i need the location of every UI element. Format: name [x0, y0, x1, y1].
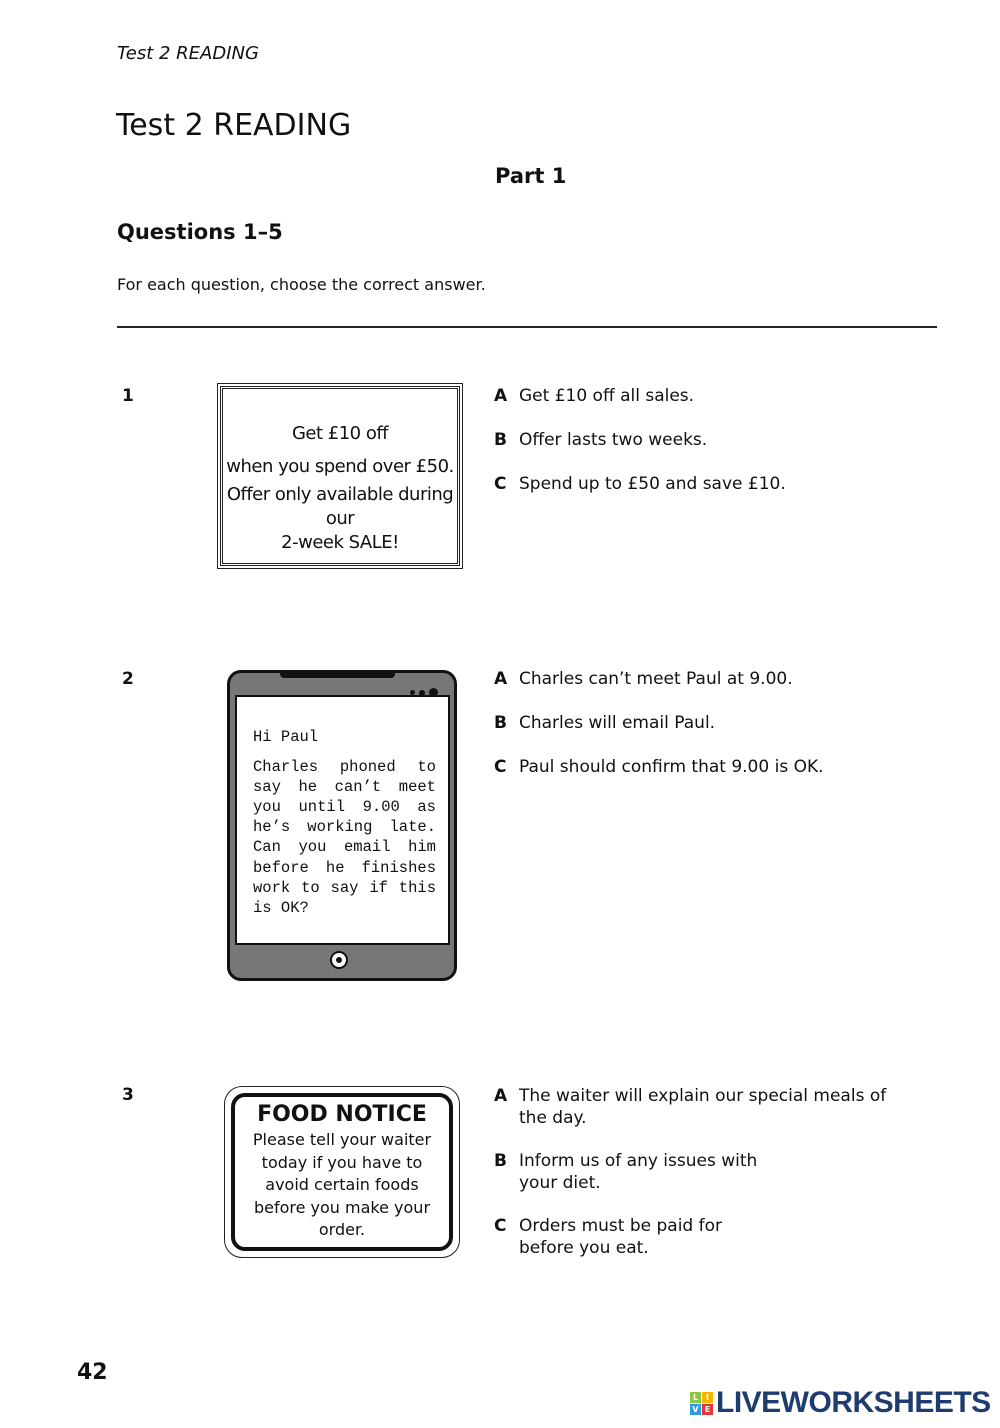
option-text: Paul should confirm that 9.00 is OK.: [519, 757, 824, 777]
instruction: For each question, choose the correct an…: [117, 275, 486, 294]
phone-screen: Hi Paul Charles phoned to say he can’t m…: [235, 695, 450, 945]
option-text: Get £10 off all sales.: [519, 386, 695, 406]
sale-sign: Get £10 off when you spend over £50. Off…: [217, 383, 463, 569]
camera-dots-icon: [406, 682, 438, 701]
food-notice-sign: FOOD NOTICE Please tell your waiter toda…: [224, 1086, 460, 1258]
part-heading: Part 1: [495, 164, 567, 188]
liveworksheets-logo[interactable]: L I V E LIVEWORKSHEETS: [690, 1386, 991, 1420]
option-2c[interactable]: C Paul should confirm that 9.00 is OK.: [494, 757, 824, 777]
notice-body: Please tell your waiter today if you hav…: [252, 1130, 432, 1239]
option-1a[interactable]: A Get £10 off all sales.: [494, 386, 694, 406]
option-text: Offer lasts two weeks.: [519, 430, 708, 450]
logo-tile: E: [702, 1403, 713, 1415]
option-text: Inform us of any issues with your diet.: [519, 1151, 758, 1193]
option-letter: B: [494, 713, 507, 733]
notice-heading: FOOD NOTICE: [257, 1102, 427, 1127]
home-button-icon: [330, 951, 348, 969]
option-3b[interactable]: B Inform us of any issues with your diet.: [494, 1150, 759, 1194]
phone-illustration: Hi Paul Charles phoned to say he can’t m…: [227, 670, 457, 981]
option-letter: A: [494, 669, 508, 689]
divider: [117, 326, 937, 328]
option-letter: C: [494, 474, 507, 494]
option-letter: C: [494, 757, 507, 777]
option-1c[interactable]: C Spend up to £50 and save £10.: [494, 474, 786, 494]
option-letter: A: [494, 1086, 508, 1106]
option-2a[interactable]: A Charles can’t meet Paul at 9.00.: [494, 669, 793, 689]
logo-tile: L: [690, 1391, 701, 1403]
option-1b[interactable]: B Offer lasts two weeks.: [494, 430, 707, 450]
option-text: Charles can’t meet Paul at 9.00.: [519, 669, 793, 689]
phone-notch: [280, 670, 395, 678]
logo-tile: I: [702, 1391, 713, 1403]
logo-tile: V: [690, 1403, 701, 1415]
questions-heading: Questions 1–5: [117, 220, 283, 244]
question-number: 2: [122, 669, 134, 689]
question-number: 1: [122, 386, 134, 406]
option-letter: A: [494, 386, 508, 406]
option-2b[interactable]: B Charles will email Paul.: [494, 713, 715, 733]
option-letter: B: [494, 1151, 507, 1171]
sign-line: 2-week SALE!: [281, 532, 399, 553]
page-number: 42: [77, 1360, 108, 1385]
sign-line: Get £10 off: [291, 423, 389, 444]
option-text: Charles will email Paul.: [519, 713, 716, 733]
logo-tiles-icon: L I V E: [690, 1391, 713, 1415]
option-3c[interactable]: C Orders must be paid for before you eat.: [494, 1215, 781, 1259]
logo-text: LIVEWORKSHEETS: [716, 1386, 991, 1419]
sign-line: Offer only available during our: [226, 484, 454, 529]
message-greeting: Hi Paul: [253, 728, 319, 746]
page-title: Test 2 READING: [116, 108, 352, 143]
option-text: The waiter will explain our special meal…: [519, 1086, 887, 1128]
sign-line: when you spend over £50.: [226, 456, 454, 477]
question-number: 3: [122, 1085, 134, 1105]
option-letter: C: [494, 1216, 507, 1236]
option-3a[interactable]: A The waiter will explain our special mea…: [494, 1085, 909, 1129]
running-head: Test 2 READING: [117, 43, 259, 64]
option-text: Orders must be paid for before you eat.: [519, 1216, 722, 1258]
message-body: Charles phoned to say he can’t meet you …: [253, 758, 436, 917]
option-letter: B: [494, 430, 507, 450]
option-text: Spend up to £50 and save £10.: [519, 474, 786, 494]
